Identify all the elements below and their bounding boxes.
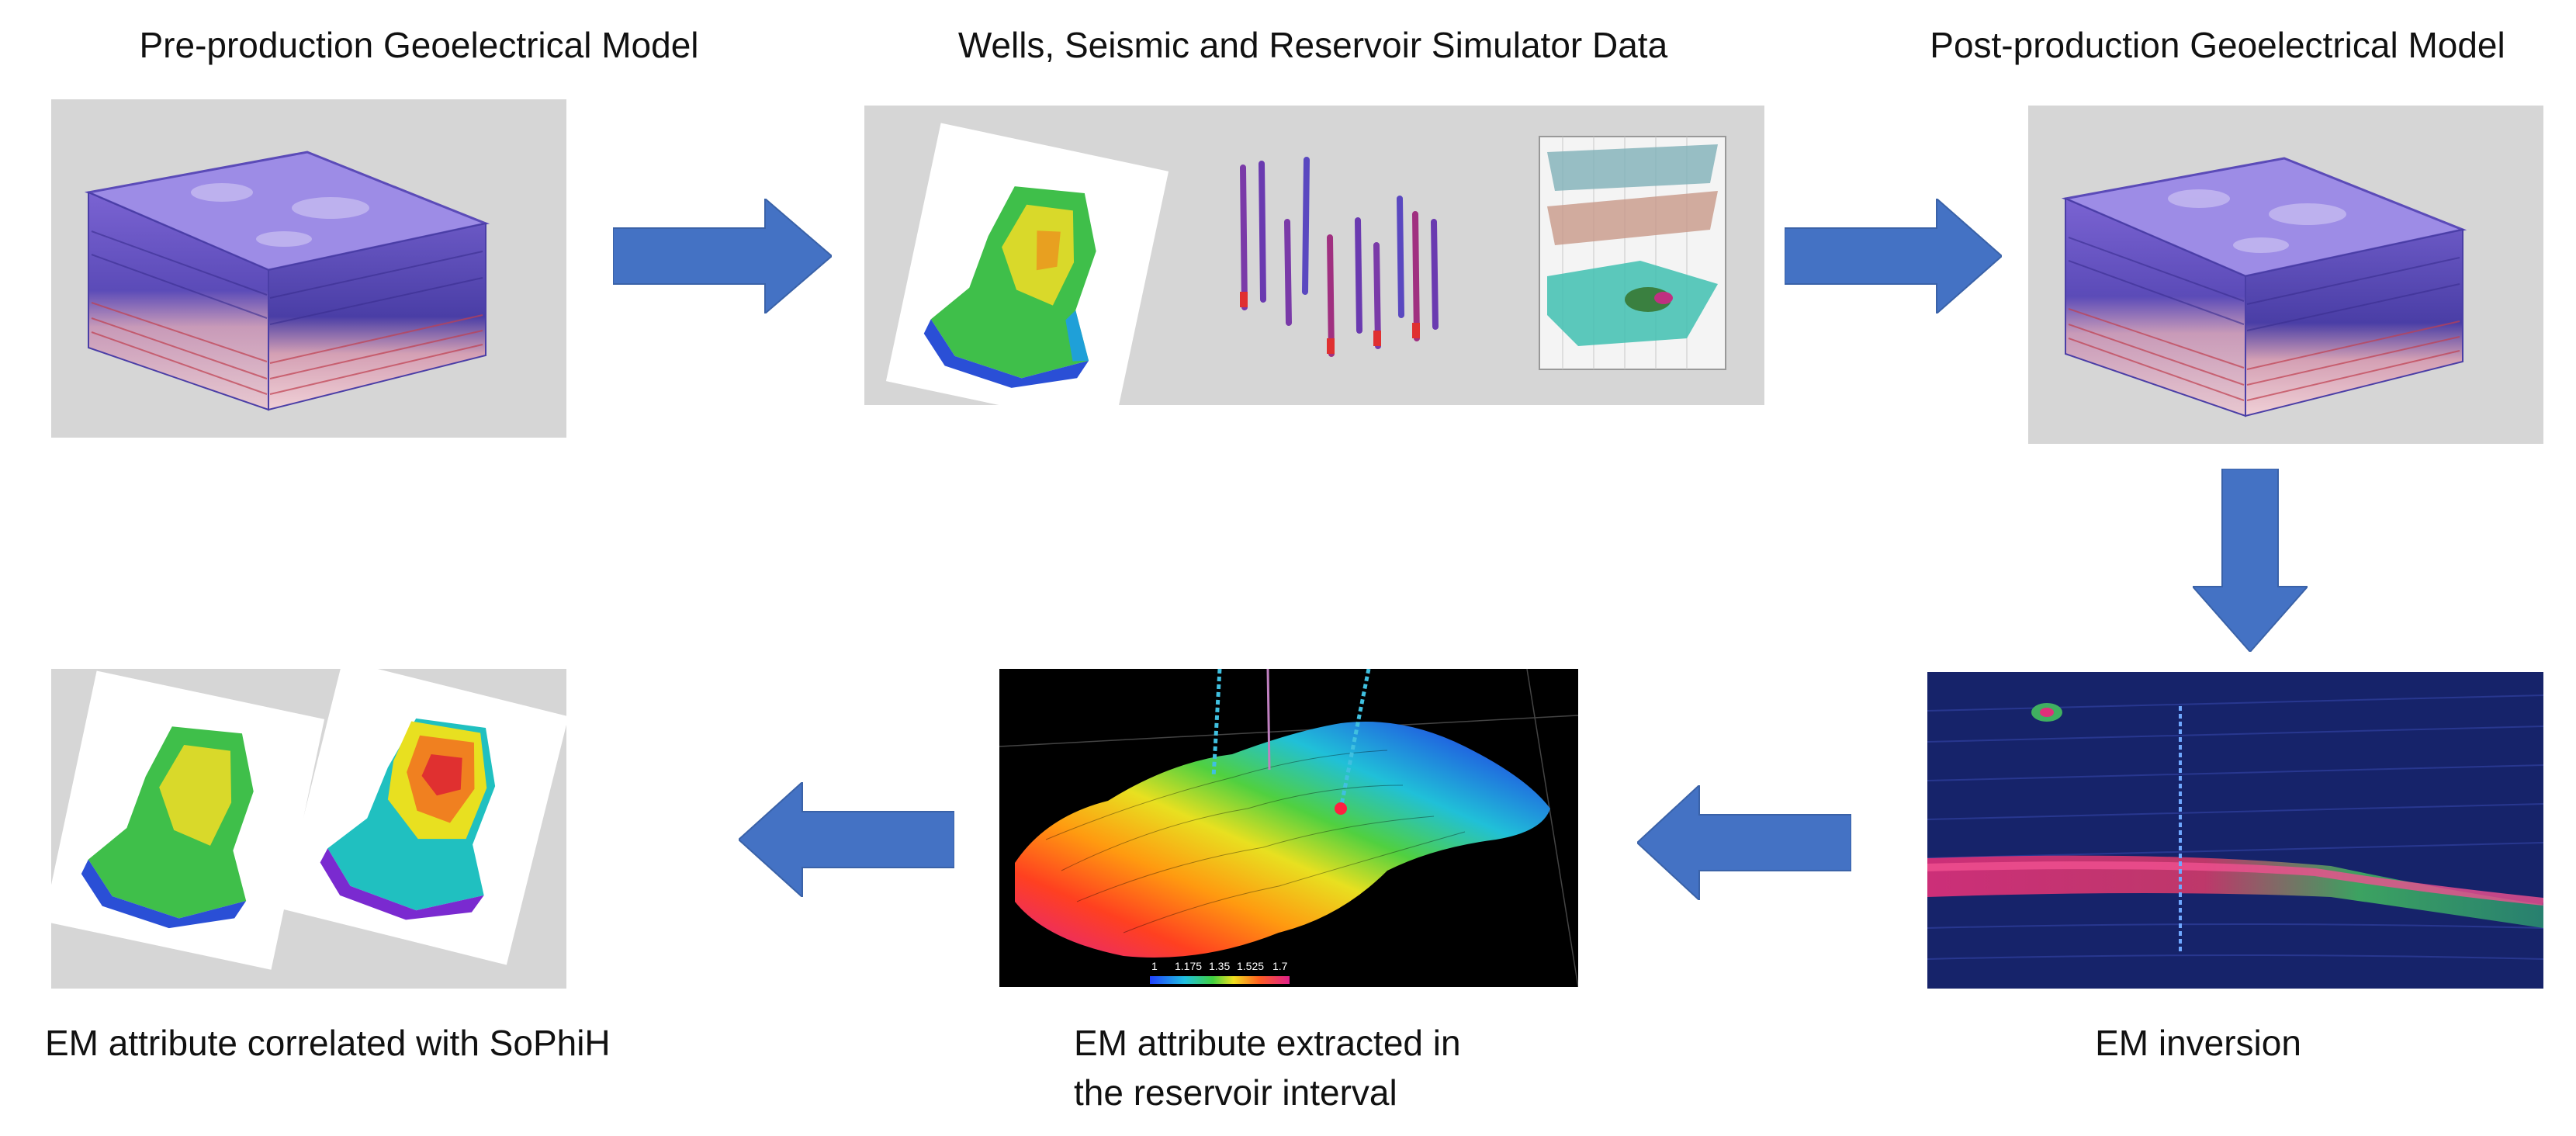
label-post-production-model: Post-production Geoelectrical Model bbox=[1930, 25, 2505, 65]
arrow-right-1 bbox=[613, 199, 832, 313]
colorbar-tick-3: 1.35 bbox=[1209, 960, 1230, 972]
arrow-left-1 bbox=[1637, 785, 1851, 900]
pre-production-model-image bbox=[51, 99, 566, 438]
colorbar-tick-2: 1.175 bbox=[1175, 960, 1202, 972]
arrow-right-2 bbox=[1785, 199, 2002, 313]
colorbar-tick-5: 1.7 bbox=[1272, 960, 1288, 972]
em-inversion-image bbox=[1927, 672, 2543, 989]
colorbar-tick-4: 1.525 bbox=[1237, 960, 1264, 972]
wells-seismic-simulator-image bbox=[864, 106, 1764, 405]
colorbar: 1 1.175 1.35 1.525 1.7 bbox=[1150, 960, 1290, 984]
label-pre-production-model: Pre-production Geoelectrical Model bbox=[139, 25, 699, 65]
arrow-down bbox=[2193, 469, 2308, 652]
label-wells-seismic-simulator-data: Wells, Seismic and Reservoir Simulator D… bbox=[957, 25, 1668, 65]
label-em-attribute-correlated: EM attribute correlated with SoPhiH bbox=[45, 1023, 611, 1063]
label-em-attribute-extracted-line2: the reservoir interval bbox=[1074, 1072, 1397, 1113]
em-attribute-correlated-image bbox=[51, 669, 566, 989]
colorbar-tick-1: 1 bbox=[1151, 960, 1158, 972]
label-em-inversion: EM inversion bbox=[2095, 1023, 2301, 1063]
em-attribute-extracted-image: 1 1.175 1.35 1.525 1.7 bbox=[999, 669, 1578, 987]
label-em-attribute-extracted-line1: EM attribute extracted in bbox=[1074, 1023, 1461, 1063]
post-production-model-image bbox=[2028, 106, 2543, 444]
arrow-left-2 bbox=[739, 782, 954, 897]
